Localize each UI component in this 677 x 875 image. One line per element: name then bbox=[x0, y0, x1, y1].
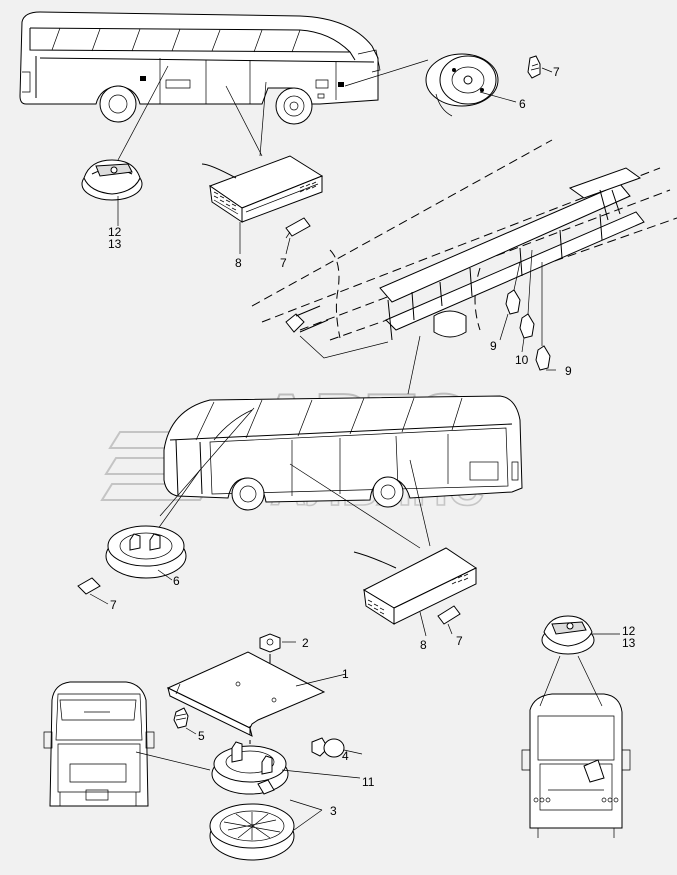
bus-rear-view-right bbox=[521, 655, 631, 838]
bus-rear-view-left bbox=[43, 681, 211, 807]
callout-7-top-2: 7 bbox=[280, 256, 287, 270]
chassis-leader bbox=[407, 335, 421, 395]
bulb-7-middle-left bbox=[77, 577, 109, 605]
marker-lamp-12-13-top bbox=[81, 159, 143, 226]
lens-3 bbox=[209, 799, 323, 861]
callout-13-top: 13 bbox=[108, 237, 122, 251]
screw-5 bbox=[173, 707, 197, 735]
marker-lamp-12-13-bottom bbox=[541, 615, 620, 655]
top-bus-leaders bbox=[117, 59, 429, 161]
chassis-frame bbox=[251, 139, 677, 359]
tail-lights-right-bus bbox=[533, 797, 619, 803]
callout-12-top: 12 bbox=[108, 225, 122, 239]
side-lamp-8-top bbox=[201, 155, 324, 254]
callout-9-left: 9 bbox=[490, 339, 497, 353]
marker-lamp-6-top bbox=[425, 53, 517, 117]
middle-bus-leaders bbox=[149, 407, 431, 549]
callout-3: 3 bbox=[330, 804, 337, 818]
callout-11: 11 bbox=[362, 775, 375, 789]
marker-lamp-6-middle bbox=[105, 525, 187, 581]
callout-2: 2 bbox=[302, 636, 309, 650]
bracket-1 bbox=[166, 651, 347, 737]
callout-13-bottom: 13 bbox=[622, 636, 636, 650]
callout-8-top: 8 bbox=[235, 256, 242, 270]
bulb-7-middle-right bbox=[437, 605, 461, 635]
bulb-4 bbox=[311, 737, 363, 758]
lamp-8-top-lens-pattern bbox=[213, 181, 317, 211]
lamp-housing-11 bbox=[211, 726, 361, 795]
callout-7-middle-right: 7 bbox=[456, 634, 463, 648]
top-bus-side-view bbox=[19, 11, 381, 125]
callout-6-top: 6 bbox=[519, 97, 526, 111]
callout-10: 10 bbox=[515, 353, 529, 367]
callout-4: 4 bbox=[342, 749, 349, 763]
callout-5: 5 bbox=[198, 729, 205, 743]
side-lamp-8-middle bbox=[353, 547, 478, 637]
callout-8-middle: 8 bbox=[420, 638, 427, 652]
bulb-7-top bbox=[527, 55, 553, 79]
callout-9-right: 9 bbox=[565, 364, 572, 378]
callout-12-bottom: 12 bbox=[622, 624, 636, 638]
bulb-7-top-2 bbox=[285, 217, 311, 255]
callout-labels: 6 7 12 13 8 7 9 10 9 6 7 8 7 12 13 2 1 5… bbox=[108, 65, 636, 818]
bulbs-9-10 bbox=[499, 289, 556, 371]
callout-7-middle-left: 7 bbox=[110, 598, 117, 612]
callout-7-top: 7 bbox=[553, 65, 560, 79]
callout-6-middle: 6 bbox=[173, 574, 180, 588]
callout-1: 1 bbox=[342, 667, 349, 681]
middle-bus-perspective-view bbox=[163, 395, 523, 511]
